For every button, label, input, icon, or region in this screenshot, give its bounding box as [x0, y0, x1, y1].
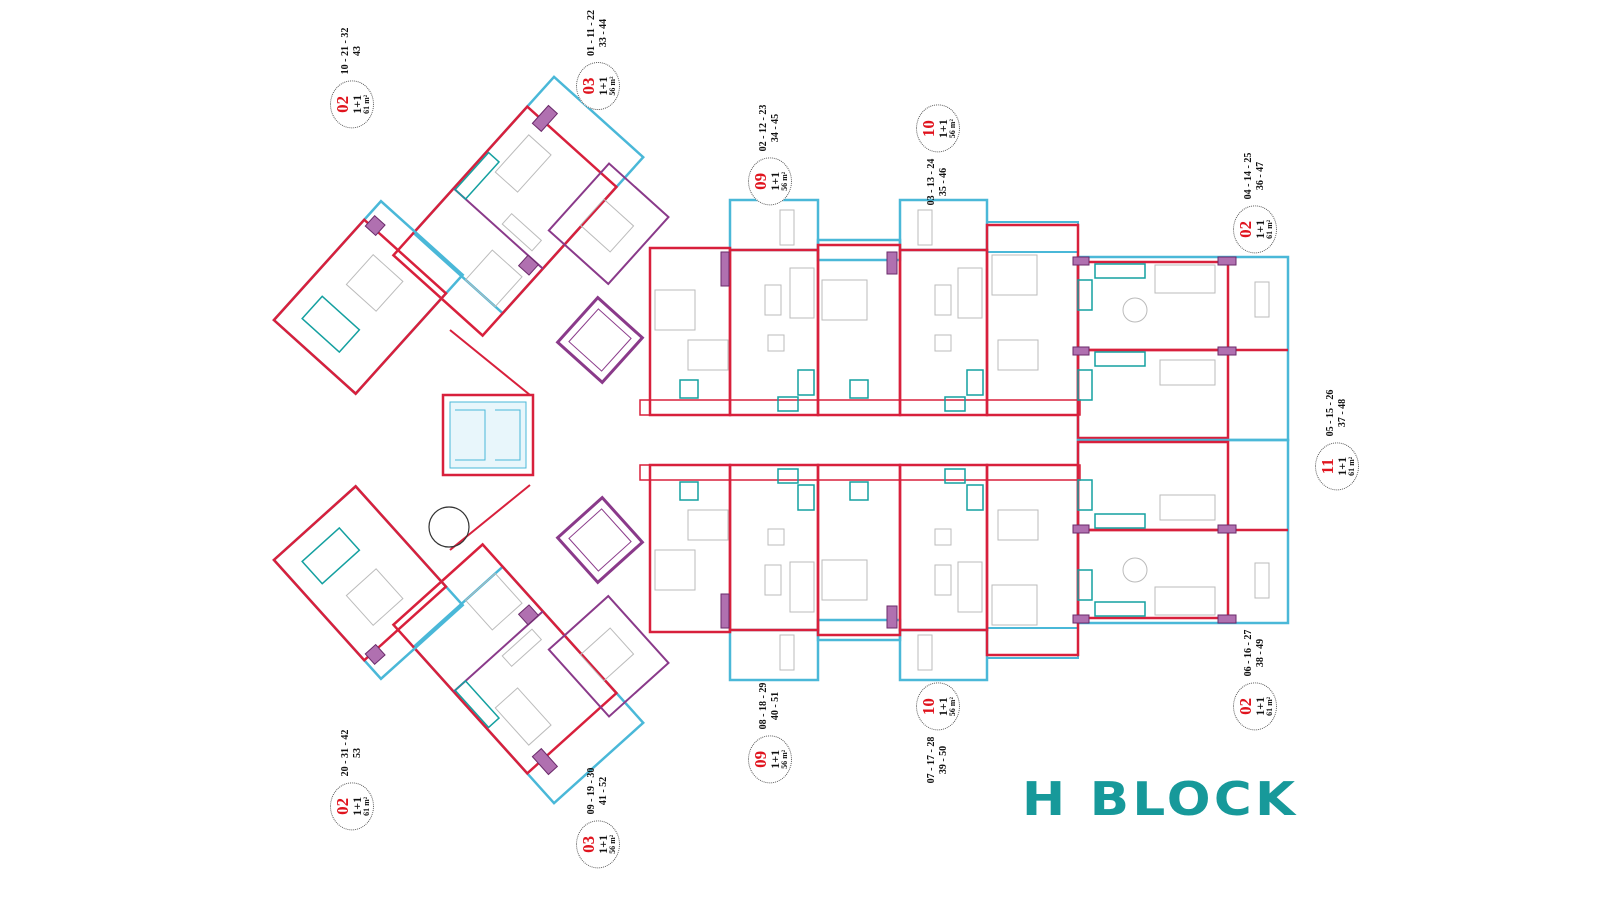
unit-type: 1+1: [767, 749, 782, 769]
unit-type: 1+1: [935, 697, 950, 717]
unit-number: 09: [750, 172, 770, 190]
unit-type: 1+1: [767, 171, 782, 191]
unit-number: 02: [1235, 220, 1255, 238]
floor-list: 09 - 19 - 30: [586, 767, 597, 815]
floor-list: 43: [352, 46, 363, 57]
unit-number: 02: [332, 95, 352, 113]
unit-area: 61 m²: [361, 796, 371, 816]
floor-list: 53: [352, 748, 363, 759]
unit-type: 1+1: [1334, 456, 1349, 476]
floor-list: 37 - 48: [1337, 398, 1348, 428]
block-title: H BLOCK: [1022, 772, 1299, 826]
unit-number: 03: [578, 835, 598, 853]
unit-area: 56 m²: [947, 119, 957, 139]
unit-number: 02: [332, 797, 352, 815]
unit-area: 61 m²: [1264, 696, 1274, 716]
unit-type: 1+1: [349, 796, 364, 816]
unit-badge: 03 1+1 56 m²: [576, 820, 620, 869]
floor-list: 38 - 49: [1255, 638, 1266, 668]
unit-badge: 11 1+1 61 m²: [1315, 442, 1359, 491]
unit-area: 56 m²: [607, 834, 617, 854]
unit-type: 1+1: [595, 834, 610, 854]
unit-badge: 10 1+1 56 m²: [916, 682, 960, 731]
floor-list: 06 - 16 - 27: [1243, 629, 1254, 677]
floor-list: 10 - 21 - 32: [340, 27, 351, 75]
unit-badge: 09 1+1 56 m²: [748, 735, 792, 784]
unit-badge: 10 1+1 56 m²: [916, 104, 960, 153]
floor-list: 01 - 11 - 22: [586, 9, 597, 57]
unit-type: 1+1: [935, 119, 950, 139]
floor-list: 07 - 17 - 28: [926, 736, 937, 784]
floor-list: 39 - 50: [938, 745, 949, 775]
floor-list: 41 - 52: [598, 776, 609, 806]
floor-list: 08 - 18 - 29: [758, 682, 769, 730]
floor-list: 20 - 31 - 42: [340, 729, 351, 777]
unit-number: 10: [918, 698, 938, 716]
unit-area: 56 m²: [779, 749, 789, 769]
unit-area: 56 m²: [779, 171, 789, 191]
unit-badge: 02 1+1 61 m²: [330, 782, 374, 831]
unit-area: 56 m²: [947, 697, 957, 717]
floor-list: 02 - 12 - 23: [758, 104, 769, 152]
unit-number: 10: [918, 120, 938, 138]
unit-type: 1+1: [1252, 219, 1267, 239]
unit-type: 1+1: [595, 76, 610, 96]
unit-area: 61 m²: [1264, 219, 1274, 239]
unit-area: 61 m²: [1346, 456, 1356, 476]
unit-type: 1+1: [349, 94, 364, 114]
unit-type: 1+1: [1252, 696, 1267, 716]
floor-list: 33 - 44: [598, 18, 609, 48]
unit-number: 09: [750, 750, 770, 768]
unit-number: 03: [578, 77, 598, 95]
unit-badge: 02 1+1 61 m²: [330, 80, 374, 129]
unit-number: 11: [1317, 458, 1337, 475]
unit-badge: 09 1+1 56 m²: [748, 157, 792, 206]
stair-core: [428, 393, 535, 548]
unit-area: 61 m²: [361, 94, 371, 114]
floor-list: 35 - 46: [938, 167, 949, 197]
floor-list: 04 - 14 - 25: [1243, 152, 1254, 200]
unit-badge: 02 1+1 61 m²: [1233, 682, 1277, 731]
floor-list: 03 - 13 - 24: [926, 158, 937, 206]
unit-badge: 02 1+1 61 m²: [1233, 205, 1277, 254]
floor-list: 34 - 45: [770, 113, 781, 143]
unit-badge: 03 1+1 56 m²: [576, 62, 620, 111]
floor-list: 36 - 47: [1255, 161, 1266, 191]
unit-area: 56 m²: [607, 76, 617, 96]
floor-list: 05 - 15 - 26: [1325, 389, 1336, 437]
unit-number: 02: [1235, 697, 1255, 715]
floor-list: 40 - 51: [770, 691, 781, 721]
